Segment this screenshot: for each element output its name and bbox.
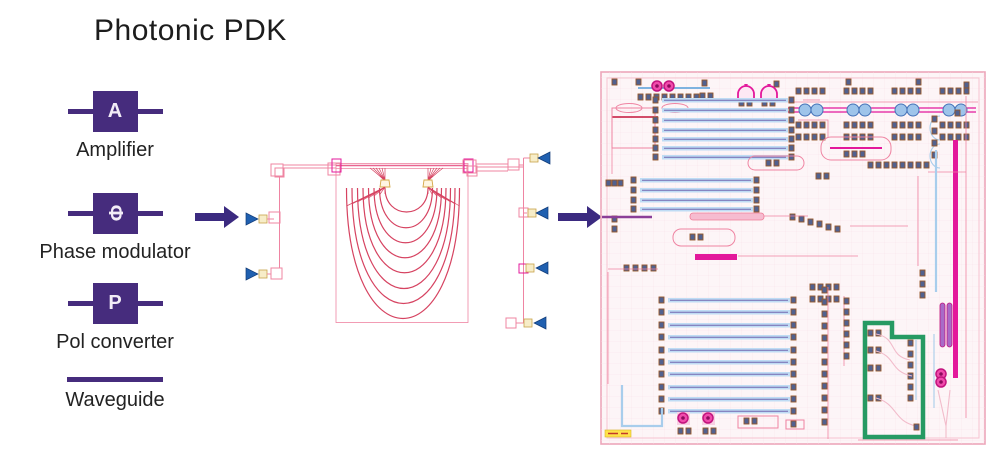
output-coupler-icon <box>523 151 551 330</box>
pol-converter-letter: P <box>108 292 122 314</box>
flow-arrow-2-icon <box>558 206 602 228</box>
schematic-right-routing <box>462 157 530 329</box>
amplifier-label: Amplifier <box>76 139 154 161</box>
waveguide-stub <box>137 210 163 216</box>
phase-modulator-label: Phase modulator <box>39 241 191 263</box>
waveguide-label: Waveguide <box>65 389 165 411</box>
middle-bars <box>672 99 908 260</box>
chip-layout <box>600 71 986 445</box>
pol-converter-box: P <box>92 282 138 324</box>
phase-modulator-box: Φ <box>92 192 138 234</box>
star-coupler-left <box>369 167 391 188</box>
mid-components <box>747 109 961 179</box>
arrayed-waveguide-loops <box>345 187 461 320</box>
right-vertical-structures <box>858 96 967 441</box>
bottom-edge-parts <box>604 385 805 438</box>
flow-arrow-1-icon <box>195 206 239 228</box>
amplifier-box: A <box>92 90 138 132</box>
circuit-schematic <box>245 151 551 330</box>
legend-item-waveguide: Waveguide <box>40 363 190 412</box>
waveguide-stub <box>67 108 93 114</box>
waveguide-stub <box>67 210 93 216</box>
pol-converter-label: Pol converter <box>56 331 174 353</box>
waveguide-symbol-icon <box>67 377 163 382</box>
legend-item-amplifier: A Amplifier <box>40 90 190 162</box>
pol-converter-symbol-icon: P <box>67 282 163 324</box>
legend-item-pol-converter: P Pol converter <box>40 282 190 354</box>
amplifier-letter: A <box>107 100 123 122</box>
phase-modulator-letter: Φ <box>103 204 126 222</box>
waveguide-stub <box>67 300 93 306</box>
left-edge-parts <box>602 126 658 384</box>
awg-frame <box>331 158 474 323</box>
phase-modulator-symbol-icon: Φ <box>67 192 163 234</box>
input-coupler-icon <box>245 212 268 281</box>
amplifier-symbol-icon: A <box>67 90 163 132</box>
highlight-region <box>862 320 926 440</box>
pad-ladders <box>810 284 850 439</box>
figure-title: Photonic PDK <box>94 14 287 47</box>
legend-item-phase-modulator: Φ Phase modulator <box>39 192 191 264</box>
schematic-left-routing <box>267 162 341 280</box>
waveguide-stub <box>137 108 163 114</box>
star-coupler-right <box>422 167 444 188</box>
waveguide-stub <box>137 300 163 306</box>
